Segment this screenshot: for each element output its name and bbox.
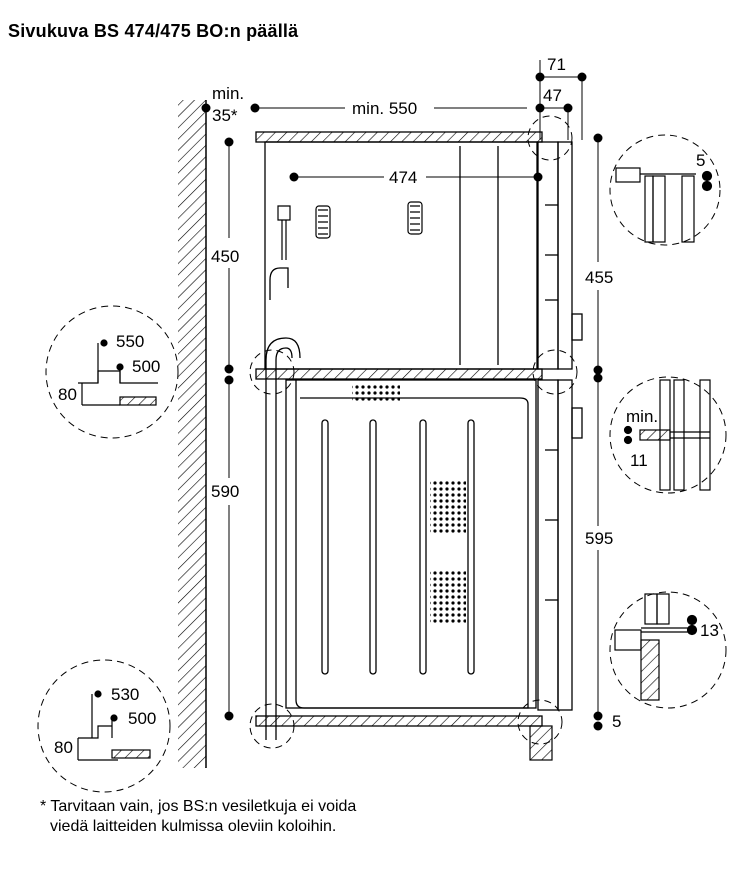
dim-595: 595 [585,529,613,548]
dim-455: 455 [585,268,613,287]
left-top-500: 500 [132,357,160,376]
dim-13: 13 [700,621,719,640]
detail-min-label: min. [626,407,658,426]
oven-front [537,379,583,711]
dim-590: 590 [211,482,239,501]
left-bottom-530: 530 [111,685,139,704]
cabinet-top-panel [255,131,543,143]
steam-oven-body [264,141,538,370]
wall [178,100,207,768]
left-bottom-500: 500 [128,709,156,728]
dim-min-550: min. 550 [352,99,417,118]
footnote-line-1: * Tarvitaan vain, jos BS:n vesiletkuja e… [40,798,357,815]
dimension-labels: 71 47 min. 35* min. 550 474 450 455 590 … [54,55,719,757]
left-bottom-80: 80 [54,738,73,757]
detail-right-top [615,167,713,243]
dimension-dots [201,72,603,731]
water-hose [265,267,301,740]
detail-right-bottom [614,593,698,701]
dim-5-top: 5 [696,151,705,170]
dim-5-bottom: 5 [612,712,621,731]
dim-11: 11 [630,451,648,470]
dim-71: 71 [547,55,566,74]
oven-body [285,379,537,709]
dimension-lines [228,60,599,716]
detail-left-bottom [77,690,151,761]
vent-slots-right [407,201,423,235]
dim-min-label: min. [212,84,244,103]
dim-47: 47 [543,86,562,105]
oven-perforations [352,383,466,624]
vent-slots-left [315,205,331,239]
dim-min-35: 35* [212,106,238,125]
cabinet-bottom-shelf [255,715,553,761]
left-top-80: 80 [58,385,77,404]
dim-474: 474 [389,168,417,187]
detail-left-top [78,339,158,406]
footnote: * Tarvitaan vain, jos BS:n vesiletkuja e… [40,797,356,837]
detail-circles [37,115,727,793]
dim-450: 450 [211,247,239,266]
cabinet-middle-shelf [255,368,543,380]
page-title: Sivukuva BS 474/475 BO:n päällä [8,21,299,41]
footnote-line-2: viedä laitteiden kulmissa oleviin koloih… [50,818,337,835]
steam-oven-front [537,141,583,370]
left-top-550: 550 [116,332,144,351]
detail-right-middle [623,379,711,491]
